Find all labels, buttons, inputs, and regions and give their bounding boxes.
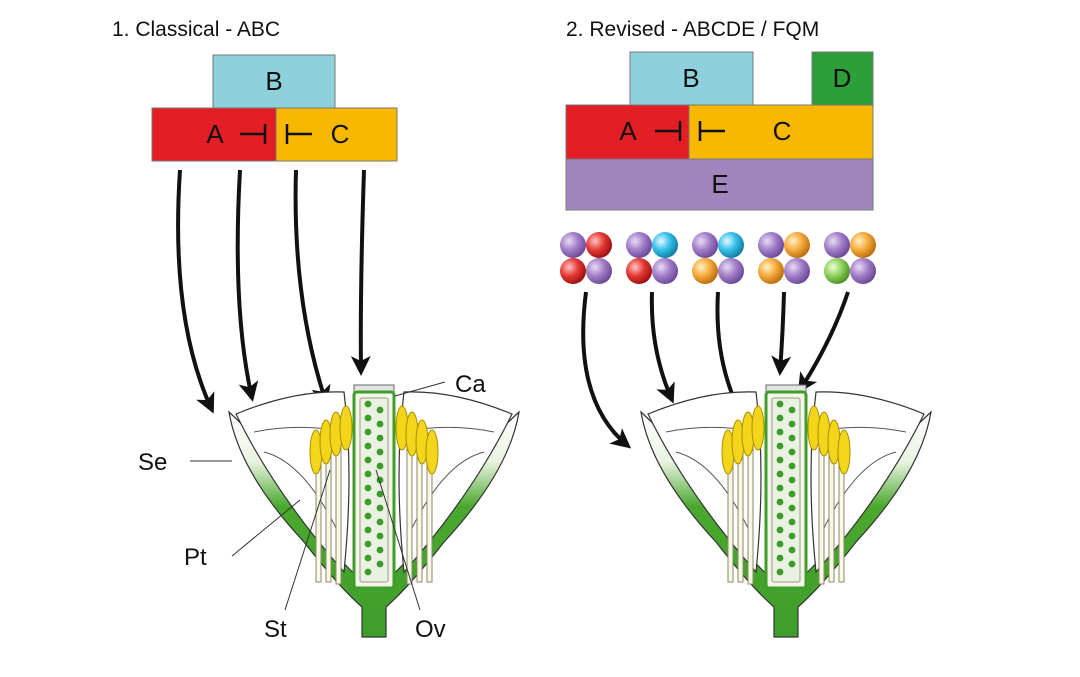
panel-title-classical: 1. Classical - ABC xyxy=(112,18,280,41)
panel-title-revised: 2. Revised - ABCDE / FQM xyxy=(566,18,819,41)
ovules-revised xyxy=(776,400,796,576)
panel-revised: 2. Revised - ABCDE / FQM B D A C E xyxy=(560,18,933,639)
a-box-label: A xyxy=(206,119,224,149)
callout-lines xyxy=(190,381,446,611)
label-ca: Ca xyxy=(455,371,486,398)
b-box-revised xyxy=(629,51,754,106)
c-box-revised-label: C xyxy=(773,116,792,146)
mutual-repression-symbol-revised xyxy=(655,121,725,141)
quartet-petal xyxy=(626,232,678,284)
b-box-label: B xyxy=(265,66,282,96)
arrows-classical xyxy=(176,169,371,414)
quartet-carpel xyxy=(758,232,810,284)
e-box-label: E xyxy=(711,169,728,199)
ovules xyxy=(364,400,384,576)
quartet-sepal xyxy=(560,232,612,284)
label-se: Se xyxy=(138,449,167,476)
e-box xyxy=(565,158,874,211)
b-box-revised-label: B xyxy=(682,63,699,93)
c-box-label: C xyxy=(331,119,350,149)
d-box xyxy=(811,51,874,106)
flower-classical xyxy=(227,383,521,639)
quartet-stamen xyxy=(692,232,744,284)
flower-revised xyxy=(639,383,933,639)
label-pt: Pt xyxy=(184,544,207,571)
quartet-ovule xyxy=(824,232,876,284)
label-st: St xyxy=(264,616,287,643)
d-box-label: D xyxy=(833,63,852,93)
a-box-revised-label: A xyxy=(619,116,637,146)
panel-classical: 1. Classical - ABC B A C xyxy=(112,18,521,643)
mutual-repression-symbol xyxy=(240,124,312,144)
b-box xyxy=(212,54,336,109)
label-ov: Ov xyxy=(415,616,446,643)
